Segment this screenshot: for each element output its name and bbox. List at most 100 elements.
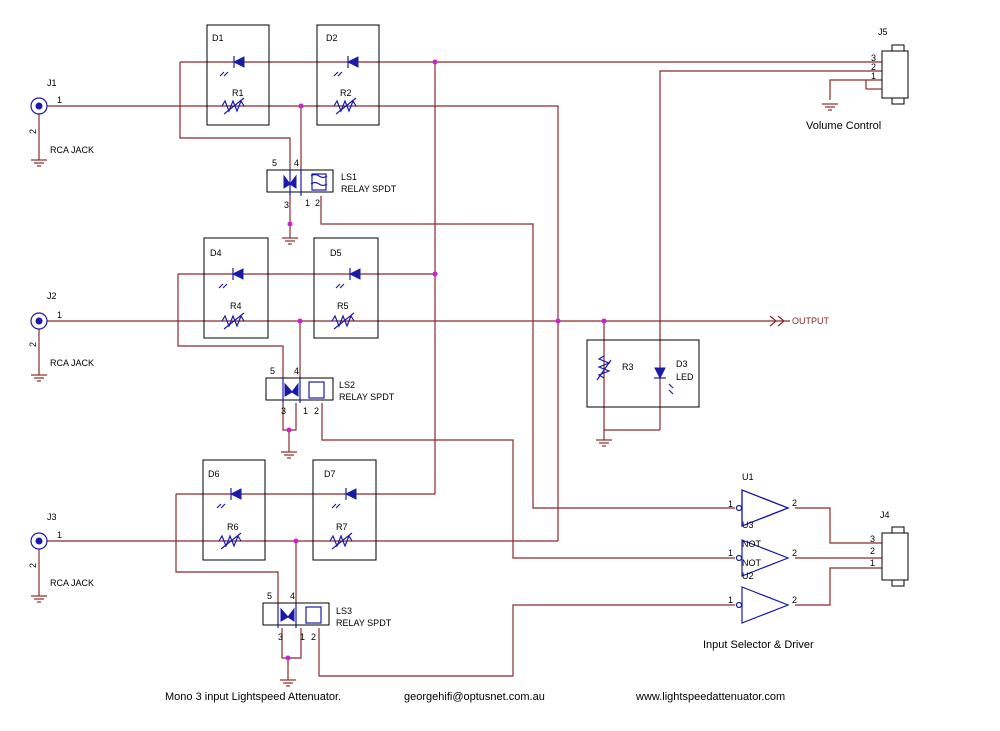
gate-type: NOT: [742, 539, 762, 549]
resistor-ref: R4: [230, 301, 242, 311]
pin-label: 3: [278, 632, 283, 642]
opto-r3-d3: R3 D3 LED: [586, 339, 700, 408]
gate-type: NOT: [742, 558, 762, 568]
diode-ref: D4: [210, 248, 222, 258]
diode-icon: [349, 267, 361, 281]
pin-label: 2: [871, 62, 876, 72]
gate-u2: U2 NOT 1 2: [728, 558, 797, 624]
rca-jack-j1: J1 1 2 RCA JACK: [28, 78, 94, 155]
pin-label: 4: [294, 366, 299, 376]
pin-label: 1: [57, 530, 62, 540]
output-label: OUTPUT: [792, 316, 830, 326]
driver-label: Input Selector & Driver: [703, 639, 814, 651]
gate-ref: U1: [742, 472, 754, 482]
ground-icon: [281, 237, 299, 245]
pin-label: 1: [305, 198, 310, 208]
resistor-ref: R3: [622, 362, 634, 372]
pin-label: 2: [311, 632, 316, 642]
resistor-ref: R7: [336, 522, 348, 532]
jack-label: RCA JACK: [50, 145, 94, 155]
ground-icon: [279, 679, 297, 687]
pin-label: 1: [57, 95, 62, 105]
ref-label: J5: [878, 27, 888, 37]
pin-label: 1: [728, 595, 733, 605]
coil-icon: [308, 381, 325, 399]
diode-icon: [230, 487, 242, 501]
pin-label: 1: [728, 499, 733, 509]
diode-icon: [233, 55, 245, 69]
pin-label: 2: [792, 548, 797, 558]
pin-label: 4: [294, 158, 299, 168]
connector-j5: J5 3 2 1 Volume Control: [806, 27, 909, 132]
pin-label: 5: [270, 366, 275, 376]
pin-label: 1: [300, 632, 305, 642]
ground-icon: [30, 374, 48, 382]
resistor-ref: R5: [337, 301, 349, 311]
rca-jack-j2: J2 1 2 RCA JACK: [28, 291, 94, 368]
resistor-ref: R1: [232, 88, 244, 98]
opto-d1-r1: D1 R1: [206, 24, 270, 126]
ground-icon: [30, 595, 48, 603]
pin-label: 3: [871, 53, 876, 63]
ground-icon: [595, 439, 613, 447]
gate-ref: U2: [742, 571, 754, 581]
coil-icon: [305, 606, 322, 624]
diode-ref: D2: [326, 33, 338, 43]
pin-label: 2: [315, 198, 320, 208]
ground-icon: [30, 159, 48, 167]
relay-ref: LS2: [339, 380, 355, 390]
footer-website: www.lightspeedattenuator.com: [635, 691, 785, 703]
diode-ref: D7: [324, 469, 336, 479]
relay-ls1: 5 4 3 1 2 LS1 RELAY SPDT: [266, 158, 397, 210]
relay-ls2: 5 4 3 1 2 LS2 RELAY SPDT: [265, 366, 395, 416]
footer-title: Mono 3 input Lightspeed Attenuator.: [165, 691, 341, 703]
opto-d5-r5: D5 R5: [313, 237, 379, 339]
pin-label: 3: [870, 534, 875, 544]
connector-j4: J4 3 2 1: [870, 510, 909, 587]
pin-label: 1: [871, 71, 876, 81]
pin-label: 1: [57, 310, 62, 320]
pin-label: 5: [272, 158, 277, 168]
diode-ref: D6: [208, 469, 220, 479]
ref-label: J4: [880, 510, 890, 520]
resistor-icon: [597, 355, 611, 379]
coil-icon: [310, 173, 328, 187]
relay-type: RELAY SPDT: [336, 618, 392, 628]
pin-label: 1: [870, 558, 875, 568]
pin-label: 2: [28, 342, 38, 347]
ground-icon: [280, 451, 298, 459]
pin-label: 2: [28, 563, 38, 568]
diode-ref: D1: [212, 33, 224, 43]
pin-label: 2: [870, 546, 875, 556]
led-label: LED: [676, 372, 694, 382]
ref-label: J3: [47, 512, 57, 522]
footer-email: georgehifi@optusnet.com.au: [404, 691, 545, 703]
pin-label: 3: [281, 406, 286, 416]
pin-label: 2: [314, 406, 319, 416]
led-ref: D3: [676, 359, 688, 369]
pin-label: 1: [728, 548, 733, 558]
pin-label: 2: [28, 129, 38, 134]
opto-d4-r4: D4 R4: [203, 237, 269, 339]
opto-d6-r6: D6 R6: [202, 459, 266, 561]
connector-label: Volume Control: [806, 120, 881, 132]
diode-ref: D5: [330, 248, 342, 258]
relay-ls3: 5 4 3 1 2 LS3 RELAY SPDT: [262, 591, 392, 642]
relay-ref: LS3: [336, 606, 352, 616]
diode-icon: [232, 267, 244, 281]
ref-label: J2: [47, 291, 57, 301]
junctions: [285, 59, 607, 661]
diode-icon: [347, 55, 359, 69]
ground-icon: [821, 103, 839, 111]
resistor-ref: R6: [227, 522, 239, 532]
pin-label: 4: [290, 591, 295, 601]
pin-label: 2: [792, 595, 797, 605]
opto-d2-r2: D2 R2: [316, 24, 380, 126]
gate-u3: U3 NOT 1 2: [728, 520, 797, 577]
ref-label: J1: [47, 78, 57, 88]
led-icon: [653, 367, 667, 379]
pin-label: 3: [284, 200, 289, 210]
resistor-ref: R2: [340, 88, 352, 98]
relay-type: RELAY SPDT: [339, 392, 395, 402]
